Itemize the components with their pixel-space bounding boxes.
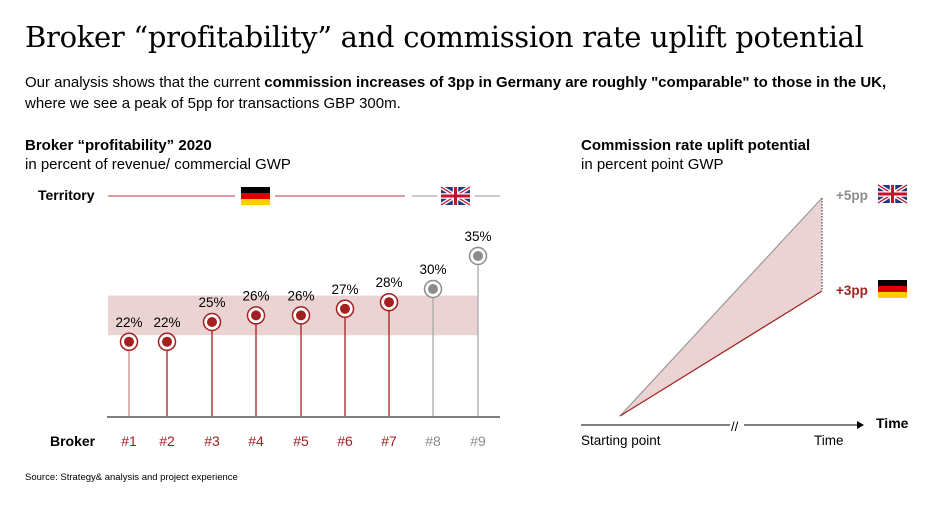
data-label: 26% — [287, 288, 314, 303]
page-title: Broker “profitability” and commission ra… — [25, 20, 864, 54]
axis-break-icon: // — [731, 419, 739, 434]
data-label: 22% — [153, 315, 180, 330]
data-label: 28% — [375, 275, 402, 290]
territory-label: Territory — [38, 187, 95, 203]
broker-tick: #6 — [337, 433, 353, 449]
germany-uplift-label: +3pp — [836, 283, 868, 298]
broker-tick: #7 — [381, 433, 397, 449]
right-chart-title: Commission rate uplift potential — [581, 137, 811, 154]
left-chart-title: Broker “profitability” 2020 — [25, 137, 212, 154]
arrow-icon — [857, 421, 864, 429]
intro-post: where we see a peak of 5pp for transacti… — [25, 95, 401, 112]
uk-uplift-label: +5pp — [836, 188, 868, 203]
right-chart-subtitle: in percent point GWP — [581, 156, 724, 173]
data-label: 25% — [198, 295, 225, 310]
uk-line — [619, 197, 823, 417]
point — [428, 284, 438, 294]
data-label: 26% — [242, 288, 269, 303]
point — [296, 310, 306, 321]
data-label: 35% — [464, 229, 491, 244]
point — [473, 251, 483, 261]
source-note: Source: Strategy& analysis and project e… — [25, 472, 238, 483]
broker-tick: #5 — [293, 433, 309, 449]
intro-pre: Our analysis shows that the current — [25, 74, 265, 91]
uk-flag-icon — [441, 187, 470, 205]
broker-tick: #2 — [159, 433, 175, 449]
point — [251, 310, 261, 321]
point — [207, 317, 217, 327]
broker-tick: #4 — [248, 433, 264, 449]
broker-tick: #8 — [425, 433, 441, 449]
uk-flag-icon — [878, 185, 907, 203]
broker-tick: #1 — [121, 433, 137, 449]
point — [384, 297, 394, 308]
data-label: 30% — [419, 262, 446, 277]
germany-flag-icon — [241, 187, 270, 205]
data-label: 27% — [331, 282, 358, 297]
intro-bold: commission increases of 3pp in Germany a… — [264, 74, 887, 91]
broker-tick: #9 — [470, 433, 486, 449]
intro-text: Our analysis shows that the current comm… — [25, 72, 905, 114]
x-tick-end: Time — [814, 433, 844, 448]
point — [340, 303, 350, 314]
germany-flag-icon — [878, 280, 907, 298]
data-label: 22% — [115, 315, 142, 330]
broker-tick: #3 — [204, 433, 220, 449]
x-axis-label: Broker — [50, 433, 96, 449]
germany-line — [619, 290, 823, 417]
point — [162, 336, 172, 347]
time-axis-label: Time — [876, 415, 909, 431]
x-tick-start: Starting point — [581, 433, 661, 448]
point — [124, 336, 134, 347]
left-chart-subtitle: in percent of revenue/ commercial GWP — [25, 156, 291, 173]
